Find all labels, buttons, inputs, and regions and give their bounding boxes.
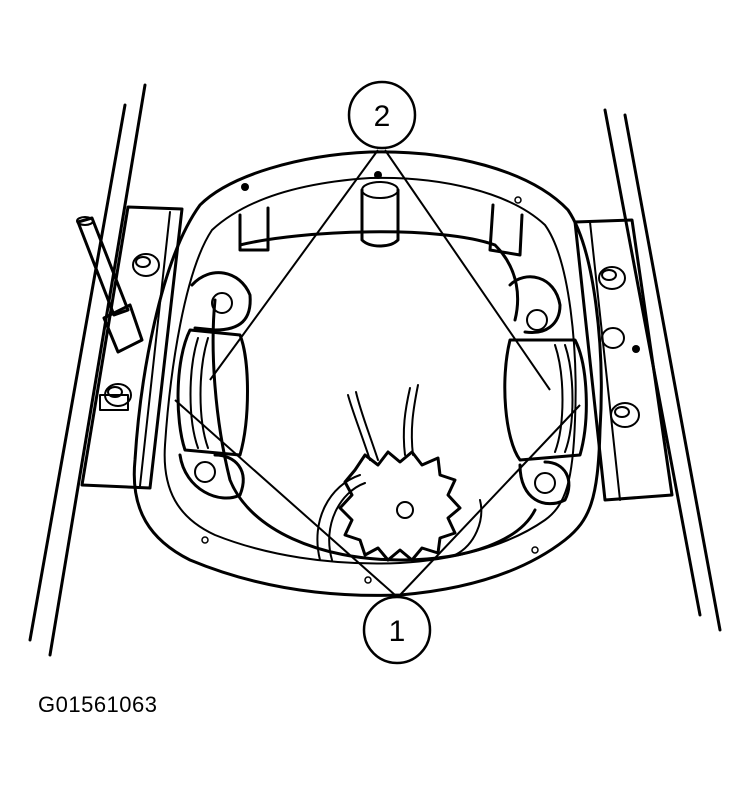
left-bearing-cap — [176, 271, 252, 500]
callout-1-leaders — [174, 399, 581, 596]
callout-1: 1 — [362, 595, 432, 665]
callout-2-label: 2 — [374, 100, 391, 133]
sensor-wires — [347, 384, 419, 461]
callout-2: 2 — [347, 80, 417, 150]
figure-id: G01561063 — [38, 692, 158, 717]
pinion-gear — [316, 450, 483, 562]
frame-rails — [28, 83, 722, 657]
left-bracket — [80, 205, 184, 490]
callout-1-label: 1 — [389, 615, 406, 648]
housing-flange — [132, 150, 603, 597]
right-bearing-cap — [503, 275, 588, 506]
right-bracket — [573, 218, 674, 502]
callout-2-leaders — [209, 149, 551, 391]
carrier-pocket — [211, 181, 537, 562]
wrench-tool — [76, 216, 144, 354]
